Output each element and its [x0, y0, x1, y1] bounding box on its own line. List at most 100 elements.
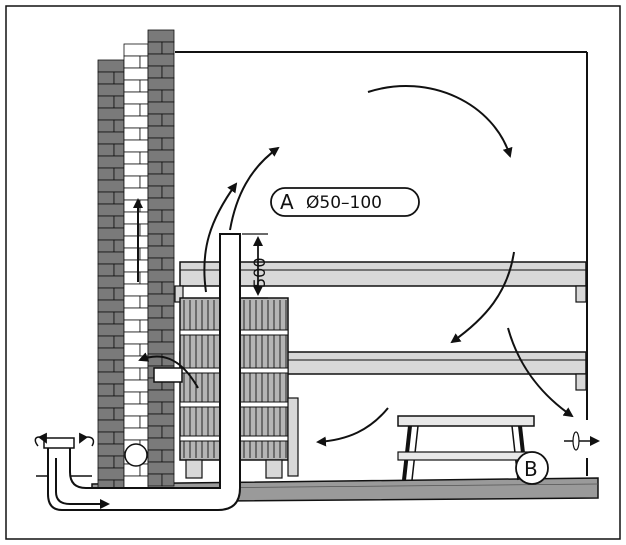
brick: [97, 59, 125, 73]
brick: [123, 475, 149, 489]
brick: [113, 239, 125, 253]
brick: [123, 331, 149, 345]
brick: [139, 79, 149, 93]
brick: [147, 185, 163, 199]
brick: [113, 311, 125, 325]
brick: [123, 415, 141, 429]
brick: [161, 281, 175, 295]
brick: [139, 127, 149, 141]
brick: [123, 175, 141, 189]
brick: [139, 463, 149, 477]
brick: [147, 269, 175, 283]
air-flow-arrows: [203, 84, 574, 447]
brick: [161, 209, 175, 223]
brick: [97, 383, 115, 397]
room-walls: [175, 51, 588, 476]
brick: [113, 335, 125, 349]
brick: [147, 341, 175, 355]
brick: [161, 401, 175, 415]
brick: [147, 113, 163, 127]
vent-a-size: Ø50–100: [306, 193, 382, 213]
brick: [147, 149, 175, 163]
brick: [147, 293, 175, 307]
brick: [147, 197, 175, 211]
brick: [113, 383, 125, 397]
brick: [147, 161, 163, 175]
brick: [139, 343, 149, 357]
brick: [147, 77, 175, 91]
brick: [97, 431, 115, 445]
brick: [147, 125, 175, 139]
stool: [397, 415, 535, 481]
brick: [161, 89, 175, 103]
brick: [113, 119, 125, 133]
brick: [97, 467, 125, 481]
brick: [161, 425, 175, 439]
brick: [123, 187, 149, 201]
brick: [123, 151, 141, 165]
brick: [161, 65, 175, 79]
brick: [123, 211, 149, 225]
brick: [123, 91, 149, 105]
fresh-air-duct-a: [43, 233, 241, 511]
brick: [97, 239, 115, 253]
flue-connector: [138, 352, 199, 389]
vent-a-letter: A: [280, 190, 294, 214]
brick: [97, 287, 115, 301]
brick: [147, 221, 175, 235]
brick: [147, 101, 175, 115]
intake-arrows: [34, 432, 110, 509]
brick: [113, 455, 125, 469]
brick: [123, 67, 149, 81]
brick: [97, 191, 115, 205]
brick: [161, 473, 175, 487]
brick: [139, 415, 149, 429]
brick: [161, 41, 175, 55]
brick: [147, 389, 175, 403]
brick: [97, 119, 115, 133]
brick: [97, 251, 125, 265]
brick: [147, 137, 163, 151]
vent-b-letter: B: [524, 457, 538, 481]
brick: [161, 113, 175, 127]
brick: [123, 403, 149, 417]
brick: [113, 431, 125, 445]
brick: [113, 167, 125, 181]
brick: [147, 329, 163, 343]
brick: [139, 367, 149, 381]
brick: [147, 449, 163, 463]
brick: [123, 259, 149, 273]
brick: [113, 359, 125, 373]
brick: [147, 209, 163, 223]
brick: [97, 371, 125, 385]
brick: [97, 71, 115, 85]
brick: [123, 235, 149, 249]
brick: [97, 227, 125, 241]
brick: [139, 295, 149, 309]
brick: [97, 83, 125, 97]
brick: [97, 95, 115, 109]
brick: [97, 179, 125, 193]
brick: [113, 215, 125, 229]
brick: [123, 163, 149, 177]
brick: [97, 455, 115, 469]
brick: [161, 329, 175, 343]
brick: [139, 319, 149, 333]
label-a-callout: [270, 187, 420, 217]
brick: [147, 461, 175, 475]
brick: [97, 299, 125, 313]
brick: [139, 199, 149, 213]
brick: [147, 281, 163, 295]
brick: [147, 245, 175, 259]
brick: [147, 29, 175, 43]
brick: [123, 379, 149, 393]
outer-frame: [5, 5, 621, 540]
brick: [147, 413, 175, 427]
brick: [97, 323, 125, 337]
brick: [113, 71, 125, 85]
brick: [147, 437, 175, 451]
brick: [113, 143, 125, 157]
brick: [139, 271, 149, 285]
brick: [139, 223, 149, 237]
